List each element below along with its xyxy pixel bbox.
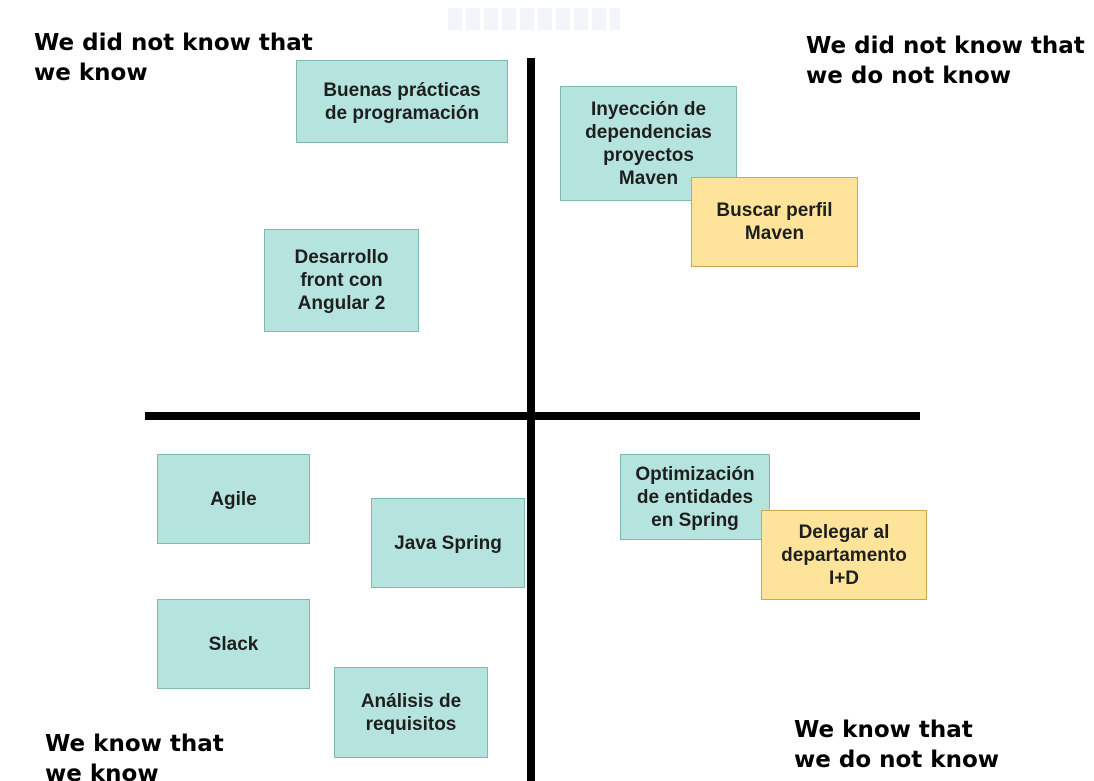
- note-java-spring: Java Spring: [371, 498, 525, 588]
- note-buenas-practicas: Buenas prácticas de programación: [296, 60, 508, 143]
- note-delegar: Delegar al departamento I+D: [761, 510, 927, 600]
- faded-title: [448, 8, 620, 30]
- label-top-right: We did not know that we do not know: [806, 33, 1085, 89]
- note-slack: Slack: [157, 599, 310, 689]
- note-optimizacion-entidades: Optimización de entidades en Spring: [620, 454, 770, 540]
- label-bottom-left: We know that we know: [45, 731, 224, 781]
- note-desarrollo-front: Desarrollo front con Angular 2: [264, 229, 419, 332]
- note-analisis-requisitos: Análisis de requisitos: [334, 667, 488, 758]
- note-buscar-perfil: Buscar perfil Maven: [691, 177, 858, 267]
- horizontal-axis: [145, 412, 920, 420]
- label-bottom-right: We know that we do not know: [794, 717, 1000, 773]
- label-top-left: We did not know that we know: [34, 30, 313, 86]
- note-agile: Agile: [157, 454, 310, 544]
